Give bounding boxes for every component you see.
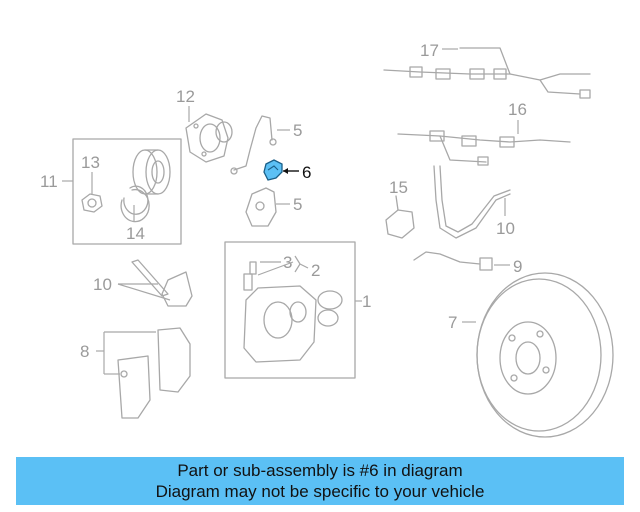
callout-9: 9 [513, 257, 522, 276]
callout-11: 11 [40, 172, 58, 191]
banner-line-2: Diagram may not be specific to your vehi… [155, 482, 485, 501]
callout-8: 8 [80, 342, 89, 361]
banner-line-1: Part or sub-assembly is #6 in diagram [177, 461, 463, 480]
callout-13: 13 [81, 153, 100, 172]
part-10-pad-sensor [131, 259, 193, 307]
part-1-caliper [224, 241, 356, 379]
part-11-bearing-kit [62, 138, 182, 245]
part-12-wheel-hub [185, 113, 233, 163]
part-8-brake-pads [117, 327, 191, 419]
part-4-brake-line [230, 115, 277, 175]
callout-15: 15 [389, 178, 408, 197]
part-17-harness [383, 47, 591, 99]
part-5-bracket [245, 187, 277, 227]
callout-14: 14 [126, 224, 145, 243]
part-16-harness [397, 130, 571, 166]
part-6-highlighted [263, 159, 283, 181]
part-10-brake-hose [433, 165, 511, 239]
callout-2: 2 [311, 261, 320, 280]
callout-6: 6 [302, 163, 311, 182]
part-7-brake-rotor [476, 272, 614, 438]
info-banner: Part or sub-assembly is #6 in diagram Di… [16, 457, 624, 505]
callout-17: 17 [420, 41, 439, 60]
parts-diagram: 11 13 14 12 5 6 5 [40, 41, 614, 438]
callout-5: 5 [293, 195, 302, 214]
callout-1: 1 [362, 292, 371, 311]
part-9-speed-sensor [413, 251, 493, 271]
callout-12: 12 [176, 87, 195, 106]
callout-7: 7 [448, 313, 457, 332]
part-15-sensor [385, 195, 415, 239]
callout-16: 16 [508, 100, 527, 119]
callout-10-upper: 10 [496, 219, 515, 238]
callout-4: 5 [293, 121, 302, 140]
callout-3: 3 [283, 253, 292, 272]
callout-10-lower: 10 [93, 275, 112, 294]
